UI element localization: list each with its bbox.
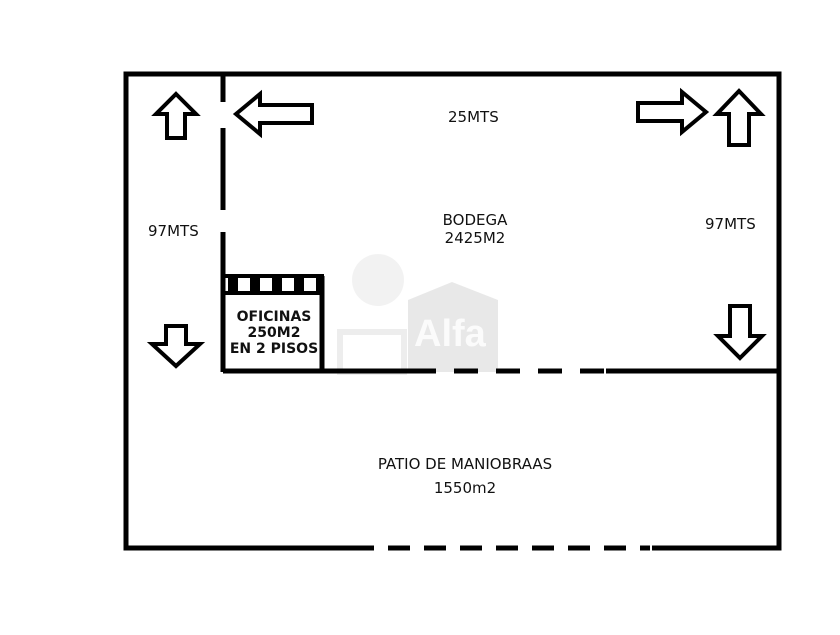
arrow-up-icon [151, 91, 201, 140]
offices-floors: EN 2 PISOS [229, 341, 319, 357]
arrow-down-icon [146, 324, 206, 369]
arrow-right-icon [636, 87, 710, 137]
arrow-up-icon [712, 88, 766, 147]
yard-label: PATIO DE MANIOBRAAS 1550m2 [352, 452, 578, 500]
offices-label: OFICINAS 250M2 EN 2 PISOS [224, 309, 324, 357]
watermark-text: Alfa [414, 313, 486, 355]
depth-label-left: 97MTS [148, 222, 199, 240]
yard-name: PATIO DE MANIOBRAAS [377, 455, 553, 473]
warehouse-label: BODEGA 2425M2 [420, 211, 530, 247]
arrow-down-icon [713, 304, 767, 361]
width-label: 25MTS [448, 108, 499, 126]
arrow-left-icon [232, 89, 314, 139]
offices-area: 250M2 [247, 325, 301, 341]
warehouse-name: BODEGA [442, 211, 508, 229]
offices-name: OFICINAS [236, 309, 312, 325]
yard-area: 1550m2 [433, 479, 497, 497]
depth-label-right: 97MTS [705, 215, 756, 233]
warehouse-area: 2425M2 [444, 229, 506, 247]
